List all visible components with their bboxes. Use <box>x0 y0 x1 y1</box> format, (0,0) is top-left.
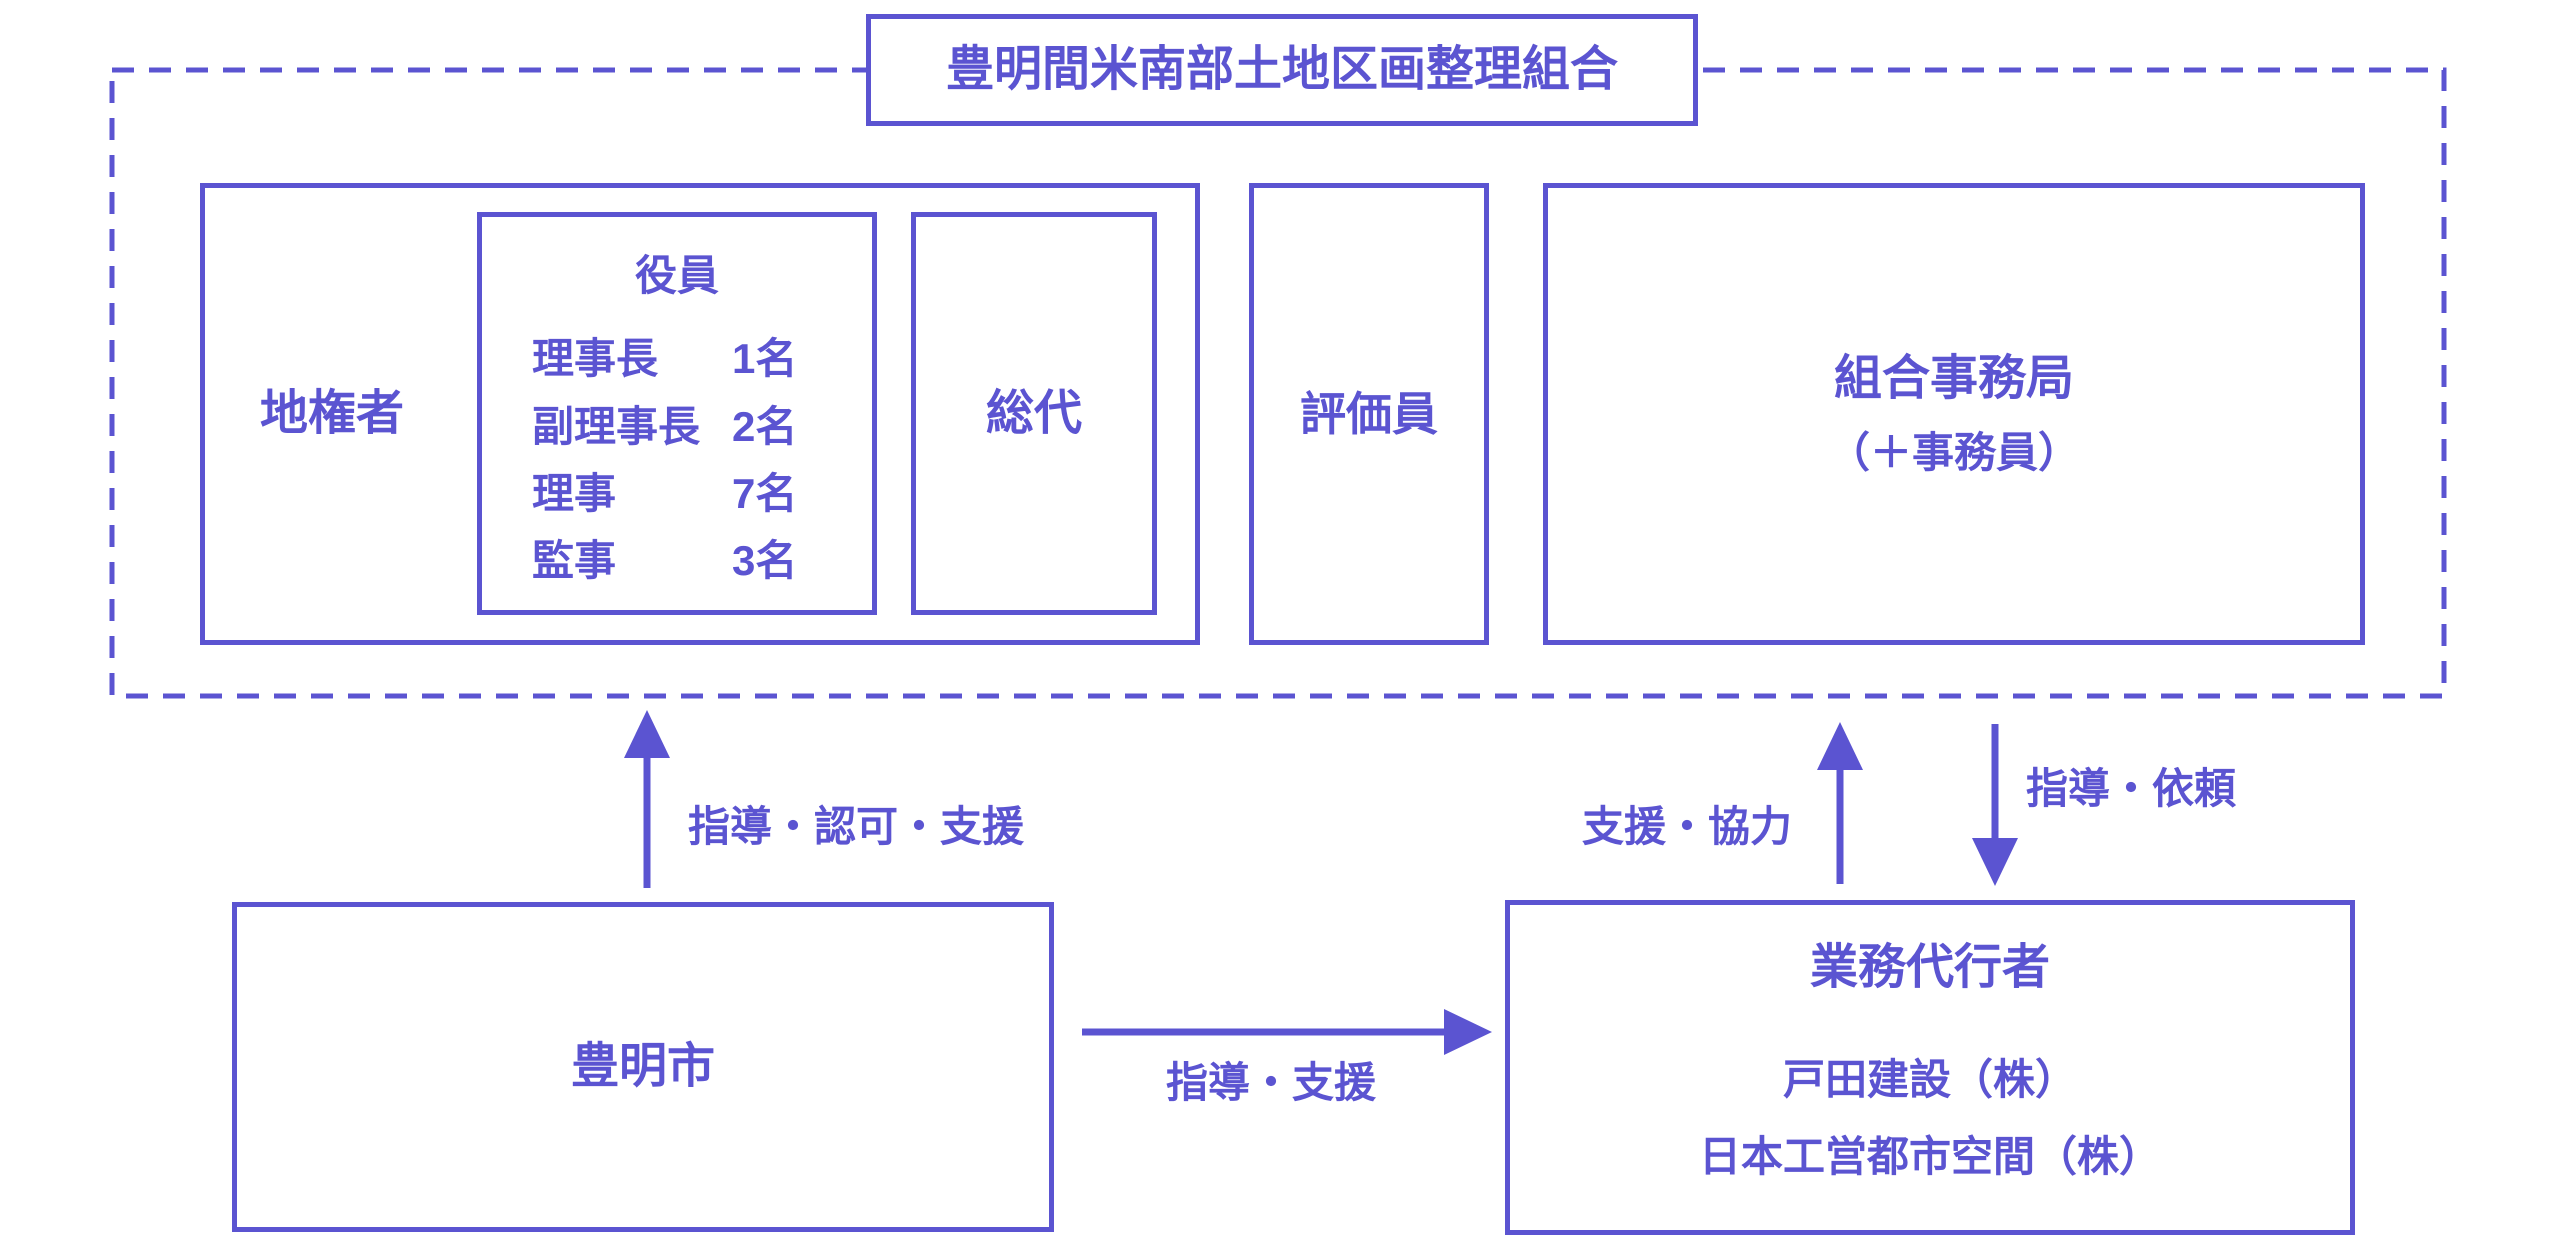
representatives-box: 総代 <box>911 212 1157 615</box>
officers-title: 役員 <box>634 252 719 299</box>
city-label: 豊明市 <box>570 1040 715 1093</box>
secretariat-title: 組合事務局 <box>1833 352 2074 405</box>
officer-role: 理事 <box>532 470 617 517</box>
secretariat-box: 組合事務局 （＋事務員） <box>1543 183 2365 645</box>
arrow-label-agent-to-union: 支援・協力 <box>1582 803 1793 850</box>
arrow-label-city-to-union: 指導・認可・支援 <box>688 803 1025 850</box>
business-agent-box: 業務代行者 戸田建設（株） 日本工営都市空間（株） <box>1505 900 2355 1235</box>
officers-box: 役員 理事長 1名 副理事長 2名 理事 7名 監事 3名 <box>477 212 877 615</box>
officer-role: 理事長 <box>532 335 659 382</box>
officer-role: 監事 <box>532 537 617 584</box>
business-agent-title: 業務代行者 <box>1809 941 2050 994</box>
arrow-city-to-agent-right <box>1082 1009 1492 1055</box>
officer-count: 3名 <box>732 537 798 584</box>
officer-count: 1名 <box>732 335 798 382</box>
representatives-label: 総代 <box>985 386 1082 440</box>
city-box: 豊明市 <box>232 902 1054 1232</box>
business-agent-company: 日本工営都市空間（株） <box>1698 1133 2161 1180</box>
officer-row: 理事長 1名 <box>482 332 872 386</box>
evaluators-label: 評価員 <box>1300 388 1438 440</box>
landowners-label: 地権者 <box>260 387 405 440</box>
arrow-agent-to-union-up <box>1817 722 1863 884</box>
union-title: 豊明間米南部土地区画整理組合 <box>945 43 1618 96</box>
arrow-union-to-agent-down <box>1972 724 2018 886</box>
evaluators-box: 評価員 <box>1249 183 1489 645</box>
arrow-label-union-to-agent: 指導・依頼 <box>2026 765 2237 812</box>
business-agent-company: 戸田建設（株） <box>1782 1056 2077 1103</box>
officer-role: 副理事長 <box>532 403 701 450</box>
officer-count: 2名 <box>732 403 798 450</box>
secretariat-subtitle: （＋事務員） <box>1827 429 2080 476</box>
officer-count: 7名 <box>732 470 798 517</box>
officer-row: 理事 7名 <box>482 467 872 521</box>
union-title-box: 豊明間米南部土地区画整理組合 <box>866 14 1698 126</box>
officer-row: 監事 3名 <box>482 534 872 588</box>
arrow-label-city-to-agent: 指導・支援 <box>1166 1059 1377 1106</box>
officer-row: 副理事長 2名 <box>482 400 872 454</box>
arrow-city-to-union-up <box>624 710 670 888</box>
